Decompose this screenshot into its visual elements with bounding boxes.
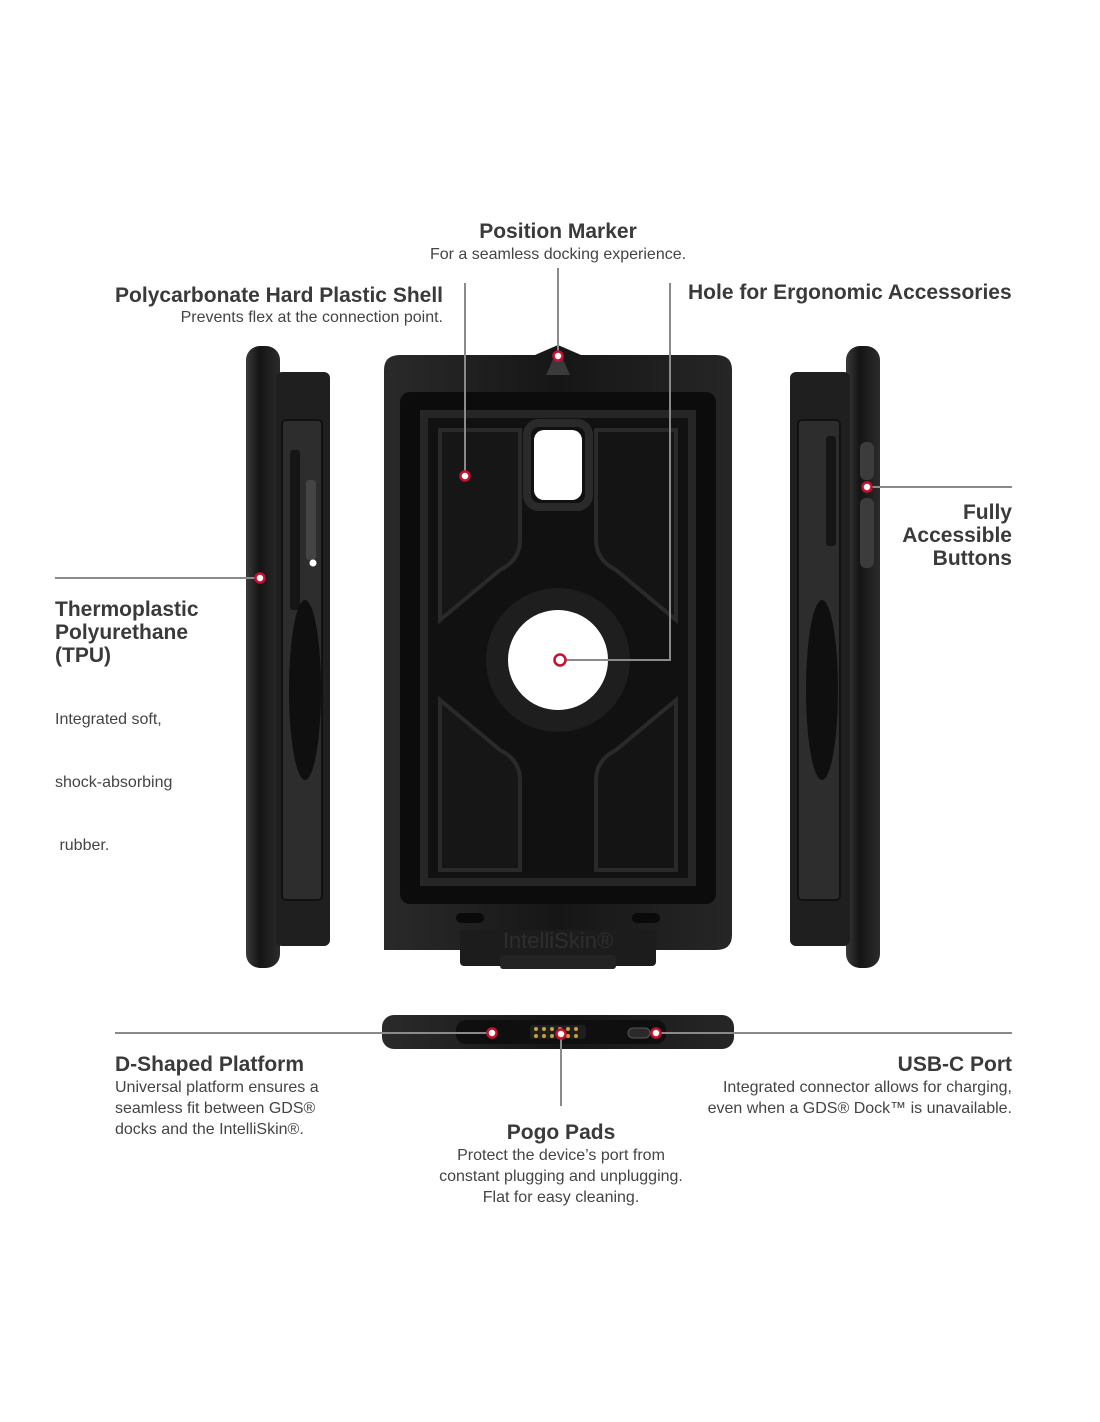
callout-pogo-desc: Protect the device’s port from constant … [381,1145,741,1208]
callout-pogo-desc-2: constant plugging and unplugging. [439,1168,683,1185]
callout-polycarbonate-desc: Prevents flex at the connection point. [180,309,443,326]
callout-usbc-title: USB-C Port [897,1053,1012,1076]
callout-usbc-desc-1: Integrated connector allows for charging… [722,1079,1012,1096]
callout-tpu-desc-2: shock-absorbing [55,774,173,791]
marker-hole [553,653,567,667]
callout-tpu-line-1: Thermoplastic [55,598,199,621]
callout-tpu-desc-1: Integrated soft, [55,711,162,728]
leader-lines [55,268,1012,1106]
callout-d-shaped-desc-2: seamless fit between GDS® [115,1100,316,1117]
case-emboss-text: IntelliSkin® [503,928,613,953]
callout-pogo-title: Pogo Pads [506,1121,616,1144]
callout-buttons-line-1: Fully [962,501,1012,524]
case-front-view: IntelliSkin® [384,345,732,969]
case-right-side-view [790,346,880,968]
marker-pogo [555,1028,567,1040]
callout-buttons-line-3: Buttons [932,547,1012,570]
callout-tpu-line-3: (TPU) [55,644,111,667]
callout-position-title: Position Marker [479,220,637,243]
callout-position-desc: For a seamless docking experience. [429,246,687,263]
callout-usbc-desc: Integrated connector allows for charging… [640,1077,1012,1119]
callout-buttons-title: Fully Accessible Buttons [870,501,1012,570]
case-left-side-view [246,346,330,968]
marker-buttons [861,481,873,493]
callout-d-shaped-desc: Universal platform ensures a seamless fi… [115,1077,415,1140]
marker-position [552,350,564,362]
callout-d-shaped-desc-3: docks and the IntelliSkin®. [115,1121,304,1138]
callout-markers [254,350,873,1040]
callout-tpu-line-2: Polyurethane [55,621,189,644]
callout-usbc-desc-2: even when a GDS® Dock™ is unavailable. [707,1100,1012,1117]
callout-d-shaped-title: D-Shaped Platform [115,1053,305,1076]
callout-tpu-desc: Integrated soft, shock-absorbing rubber. [55,667,255,877]
marker-d-shaped [486,1027,498,1039]
callout-buttons-line-2: Accessible [902,524,1012,547]
callout-pogo-desc-3: Flat for easy cleaning. [482,1189,640,1206]
marker-polycarbonate [459,470,471,482]
marker-tpu [254,572,266,584]
marker-usbc [650,1027,662,1039]
callout-tpu-title: Thermoplastic Polyurethane (TPU) [55,598,255,667]
callout-polycarbonate-title: Polycarbonate Hard Plastic Shell [115,284,443,307]
callout-pogo-desc-1: Protect the device’s port from [457,1147,665,1164]
callout-tpu-desc-3: rubber. [55,837,110,854]
callout-d-shaped-desc-1: Universal platform ensures a [115,1079,319,1096]
callout-hole-title: Hole for Ergonomic Accessories [688,281,1012,304]
